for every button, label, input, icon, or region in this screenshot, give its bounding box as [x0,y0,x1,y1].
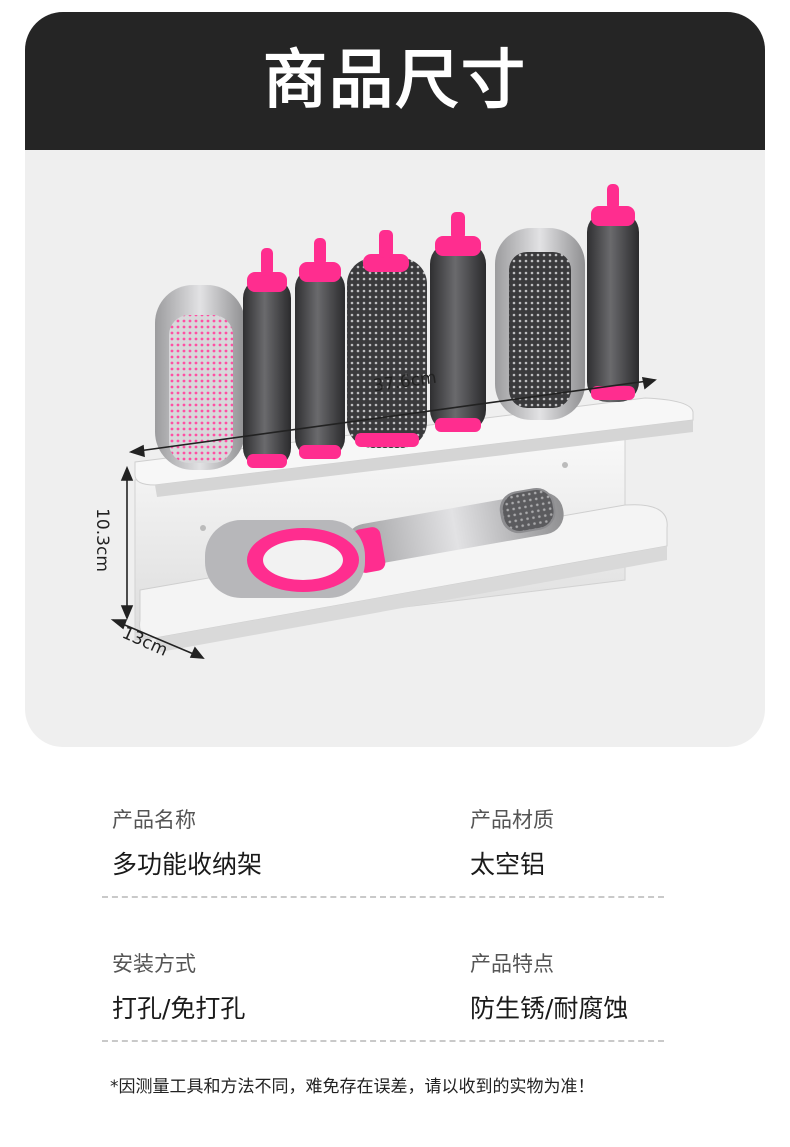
spec-value: 太空铝 [470,850,546,879]
spec-installation: 安装方式 打孔/免打孔 [112,950,245,1026]
spec-value: 打孔/免打孔 [112,994,246,1023]
depth-dimension-line [110,619,205,659]
spec-value: 防生锈/耐腐蚀 [470,994,629,1023]
spec-label: 产品材质 [470,808,554,832]
storage-rack-image [110,184,694,659]
disclaimer-note: *因测量工具和方法不同，难免存在误差，请以收到的实物为准！ [110,1077,595,1097]
header-banner: 商品尺寸 [25,12,765,150]
width-dimension-line [128,377,657,458]
spec-material: 产品材质 太空铝 [470,806,554,882]
height-dimension-label: 10.3cm [91,508,112,572]
product-illustration: 37.6cm 10.3cm 13cm [25,150,765,747]
page-title: 商品尺寸 [263,44,527,118]
spec-label: 产品特点 [470,952,554,976]
divider [102,896,664,898]
spec-feature: 产品特点 防生锈/耐腐蚀 [470,950,628,1026]
spec-label: 安装方式 [112,952,196,976]
divider [102,1040,664,1042]
product-card: 商品尺寸 [25,12,765,747]
spec-product-name: 产品名称 多功能收纳架 [112,806,262,882]
spec-value: 多功能收纳架 [112,850,263,879]
height-dimension-line [120,465,134,621]
spec-label: 产品名称 [112,808,196,832]
